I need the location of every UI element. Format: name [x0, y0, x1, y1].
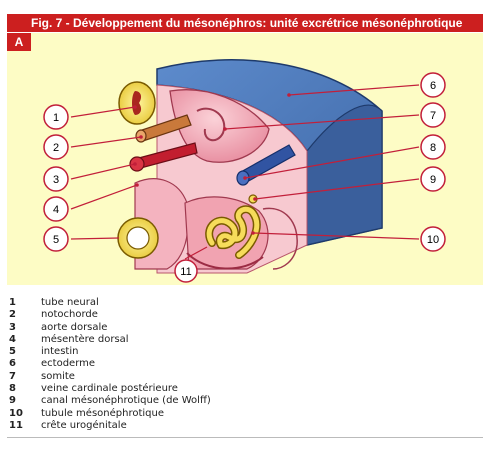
callout-10: 10: [420, 226, 446, 252]
callout-8: 8: [420, 134, 446, 160]
bottom-divider: [7, 437, 483, 438]
figure-title: Fig. 7 - Développement du mésonéphros: u…: [7, 14, 483, 32]
svg-text:3: 3: [53, 174, 59, 186]
callout-dots: [133, 93, 291, 235]
mesonephros-illustration: 1 2 3 4 5 6 7 8: [43, 59, 446, 283]
callout-11: 11: [174, 259, 198, 283]
callout-1: 1: [43, 104, 69, 130]
svg-text:7: 7: [430, 110, 436, 122]
svg-text:1: 1: [53, 112, 59, 124]
panel-label: A: [7, 33, 31, 51]
svg-text:10: 10: [427, 234, 439, 246]
svg-text:8: 8: [430, 142, 436, 154]
embryo-diagram: 1 2 3 4 5 6 7 8: [7, 33, 483, 285]
svg-text:2: 2: [53, 142, 59, 154]
callout-9: 9: [420, 166, 446, 192]
callout-5: 5: [43, 226, 69, 252]
callout-7: 7: [420, 102, 446, 128]
svg-text:4: 4: [53, 204, 59, 216]
svg-text:6: 6: [430, 80, 436, 92]
ectoderm-side: [306, 104, 383, 246]
callout-6: 6: [420, 72, 446, 98]
svg-text:11: 11: [180, 266, 191, 278]
callout-3: 3: [43, 166, 69, 192]
callout-2: 2: [43, 134, 69, 160]
callout-lines: [70, 84, 420, 260]
callout-4: 4: [43, 196, 69, 222]
svg-text:9: 9: [430, 174, 436, 186]
svg-text:5: 5: [53, 234, 59, 246]
